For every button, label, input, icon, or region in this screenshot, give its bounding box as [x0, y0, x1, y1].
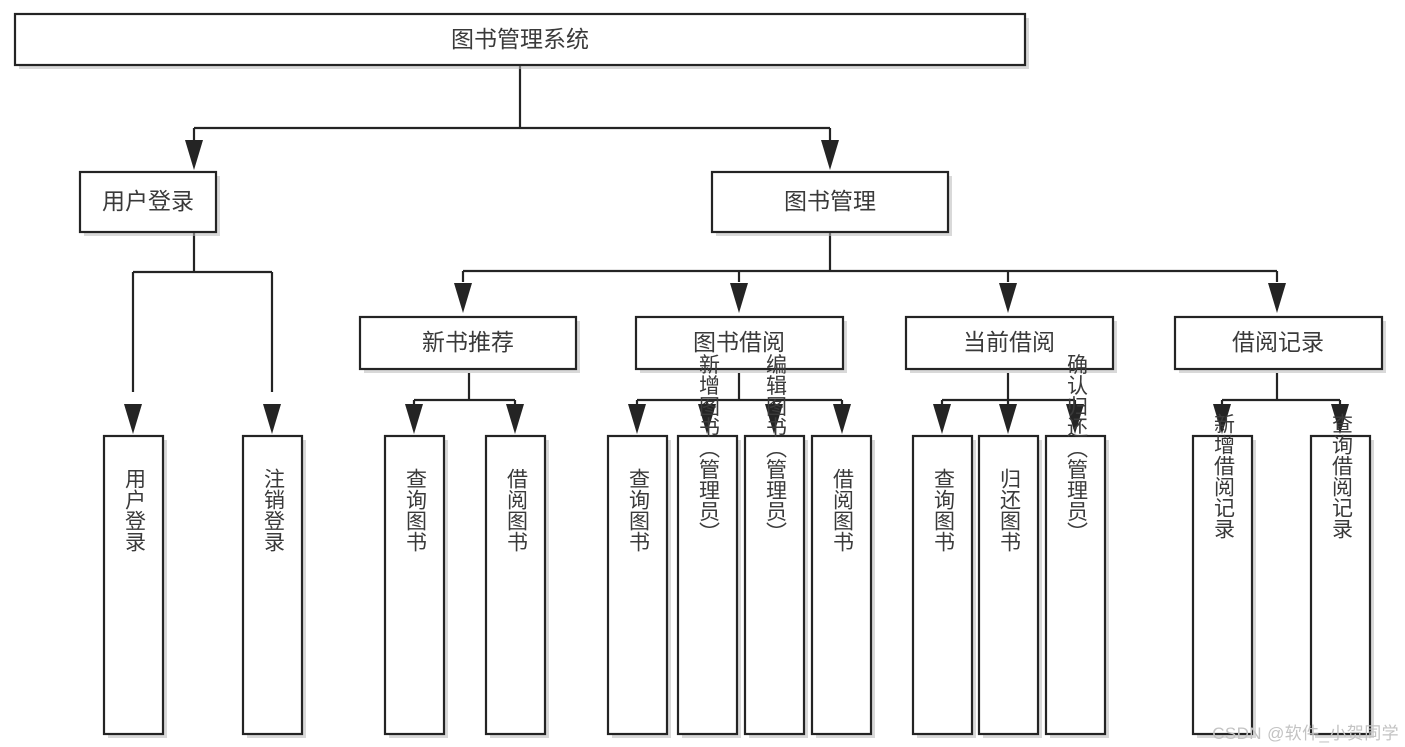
arrowhead-leaf-add-record	[1213, 404, 1231, 434]
node-leaf-query-book-3[interactable]: 查询图书	[911, 434, 976, 738]
node-leaf-logout-label: 注销登录	[261, 468, 285, 552]
connector-user-login-trunk	[131, 232, 274, 392]
node-leaf-confirm-return-rect[interactable]	[1044, 434, 1107, 736]
arrowhead-leaf-user-login	[124, 404, 142, 434]
node-leaf-query-record-rect[interactable]	[1309, 434, 1372, 736]
arrowhead-current-borrow	[999, 283, 1017, 313]
arrowhead-leaf-add-book	[698, 404, 716, 434]
node-new-book-recommend-label: 新书推荐	[422, 329, 514, 355]
node-leaf-query-record[interactable]: 查询借阅记录	[1309, 413, 1374, 738]
node-leaf-edit-book-label: 编辑图书（管理员）	[763, 354, 787, 543]
node-leaf-query-book-3-rect[interactable]	[911, 434, 974, 736]
node-leaf-add-book-label: 新增图书（管理员）	[696, 354, 720, 543]
node-leaf-add-record-label: 新增借阅记录	[1211, 413, 1235, 539]
node-root-label: 图书管理系统	[451, 26, 589, 52]
arrowhead-leaf-query-book-1	[405, 404, 423, 434]
node-book-borrow-rect[interactable]	[634, 315, 845, 371]
arrowhead-leaf-borrow-book-2	[833, 404, 851, 434]
node-current-borrow-label: 当前借阅	[963, 329, 1055, 355]
node-leaf-logout[interactable]: 注销登录	[241, 434, 306, 738]
node-borrow-record-label: 借阅记录	[1232, 329, 1324, 355]
node-leaf-edit-book-rect[interactable]	[743, 434, 806, 736]
node-leaf-user-login-label: 用户登录	[122, 468, 146, 552]
arrowhead-book-management	[821, 140, 839, 170]
node-leaf-borrow-book-2-rect[interactable]	[810, 434, 873, 736]
node-leaf-add-book[interactable]: 新增图书（管理员）	[676, 354, 741, 739]
connector-root-trunk	[192, 65, 832, 142]
node-book-borrow[interactable]: 图书借阅	[634, 315, 847, 373]
node-leaf-borrow-book-1[interactable]: 借阅图书	[484, 434, 549, 738]
node-user-login-rect[interactable]	[78, 170, 218, 234]
arrowhead-new-book-recommend	[454, 283, 472, 313]
node-current-borrow[interactable]: 当前借阅	[904, 315, 1117, 373]
arrowhead-leaf-return-book	[999, 404, 1017, 434]
node-leaf-borrow-book-2-label: 借阅图书	[830, 468, 854, 552]
connector-book-borrow-trunk	[635, 373, 844, 407]
node-leaf-edit-book[interactable]: 编辑图书（管理员）	[743, 354, 808, 739]
arrowhead-leaf-query-book-2	[628, 404, 646, 434]
csdn-watermark: CSDN @软件_小贺同学	[1212, 724, 1399, 743]
arrowhead-borrow-record	[1268, 283, 1286, 313]
node-leaf-confirm-return[interactable]: 确认归还（管理员）	[1044, 354, 1109, 739]
node-borrow-record[interactable]: 借阅记录	[1173, 315, 1386, 373]
node-leaf-add-record[interactable]: 新增借阅记录	[1191, 413, 1256, 738]
node-leaf-query-book-2-rect[interactable]	[606, 434, 669, 736]
connector-current-borrow-trunk	[940, 373, 1077, 407]
connector-book-management-trunk	[461, 232, 1279, 282]
node-leaf-user-login-rect[interactable]	[102, 434, 165, 736]
node-user-login[interactable]: 用户登录	[78, 170, 220, 236]
node-leaf-borrow-book-2[interactable]: 借阅图书	[810, 434, 875, 738]
node-leaf-query-book-2-label: 查询图书	[626, 468, 650, 552]
node-leaf-add-book-rect[interactable]	[676, 434, 739, 736]
node-book-management[interactable]: 图书管理	[710, 170, 952, 236]
node-leaf-query-book-1[interactable]: 查询图书	[383, 434, 448, 738]
arrowhead-user-login	[185, 140, 203, 170]
node-book-borrow-label: 图书借阅	[693, 329, 785, 355]
node-book-management-rect[interactable]	[710, 170, 950, 234]
node-user-login-label: 用户登录	[102, 188, 194, 214]
node-leaf-borrow-book-1-rect[interactable]	[484, 434, 547, 736]
node-leaf-confirm-return-label: 确认归还（管理员）	[1064, 354, 1088, 543]
node-leaf-borrow-book-1-label: 借阅图书	[504, 468, 528, 552]
node-leaf-return-book-rect[interactable]	[977, 434, 1040, 736]
node-leaf-return-book-label: 归还图书	[997, 468, 1021, 552]
arrowhead-book-borrow	[730, 283, 748, 313]
node-root-rect[interactable]	[13, 12, 1027, 67]
node-leaf-query-record-label: 查询借阅记录	[1329, 413, 1353, 539]
node-leaf-add-record-rect[interactable]	[1191, 434, 1254, 736]
node-leaf-query-book-3-label: 查询图书	[931, 468, 955, 552]
node-leaf-query-book-1-label: 查询图书	[403, 468, 427, 552]
connector-borrow-record-trunk	[1220, 373, 1342, 407]
node-leaf-query-book-1-rect[interactable]	[383, 434, 446, 736]
arrowhead-leaf-edit-book	[765, 404, 783, 434]
node-borrow-record-rect[interactable]	[1173, 315, 1384, 371]
arrowhead-leaf-confirm-return	[1066, 404, 1084, 434]
node-leaf-user-login[interactable]: 用户登录	[102, 434, 167, 738]
node-new-book-recommend-rect[interactable]	[358, 315, 578, 371]
arrowhead-leaf-query-record	[1331, 404, 1349, 434]
node-new-book-recommend[interactable]: 新书推荐	[358, 315, 580, 373]
node-current-borrow-rect[interactable]	[904, 315, 1115, 371]
node-leaf-query-book-2[interactable]: 查询图书	[606, 434, 671, 738]
connector-new-book-recommend-trunk	[412, 373, 517, 407]
node-leaf-return-book[interactable]: 归还图书	[977, 434, 1042, 738]
connector-group	[124, 65, 1349, 434]
arrowhead-leaf-logout	[263, 404, 281, 434]
arrowhead-leaf-query-book-3	[933, 404, 951, 434]
arrowhead-leaf-borrow-book-1	[506, 404, 524, 434]
node-book-management-label: 图书管理	[784, 188, 876, 214]
node-leaf-logout-rect[interactable]	[241, 434, 304, 736]
node-root[interactable]: 图书管理系统	[13, 12, 1029, 69]
